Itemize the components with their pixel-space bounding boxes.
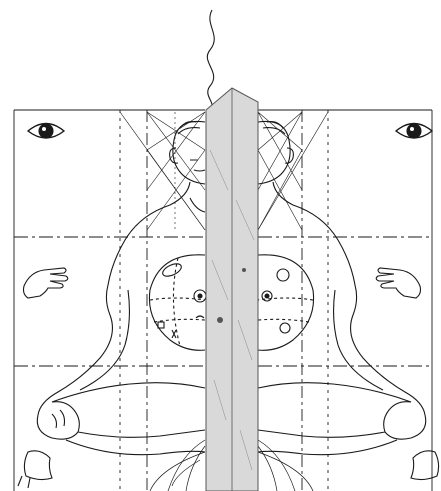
- root-lines-icon: [150, 440, 205, 491]
- hand-icon: [24, 268, 68, 298]
- mirror-plane: [206, 88, 258, 491]
- wavy-line-icon: [207, 10, 214, 105]
- hand-icon: [376, 268, 420, 298]
- eye-icon: [396, 124, 432, 139]
- right-figure: [258, 112, 439, 491]
- left-figure: [18, 112, 206, 491]
- eye-icon: [28, 124, 64, 139]
